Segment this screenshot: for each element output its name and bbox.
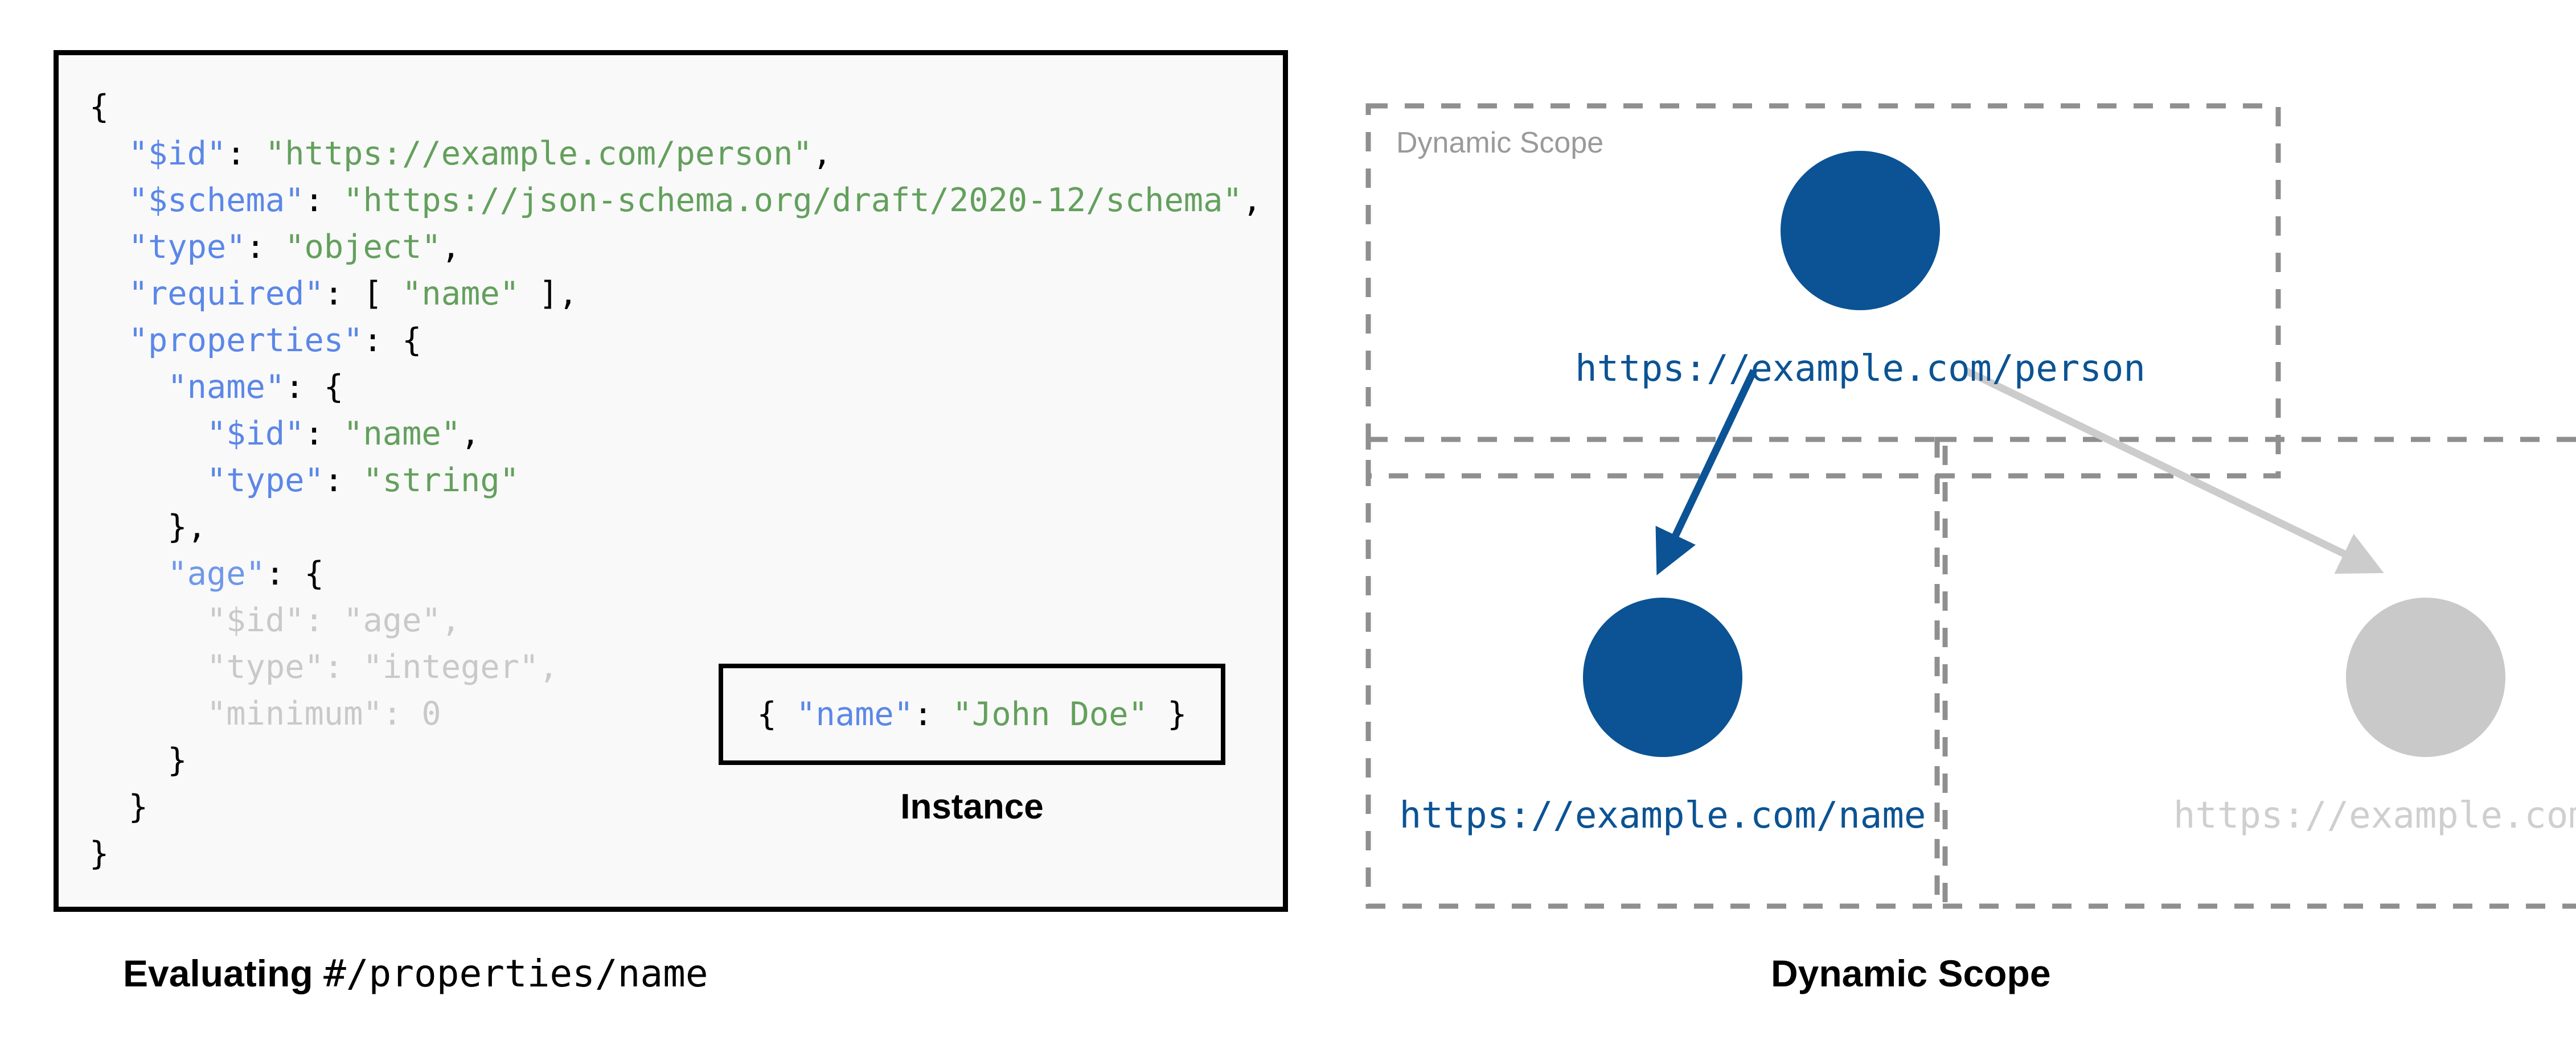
- code-line: "type": "object",: [89, 224, 1262, 270]
- dynamic-scope-box-name: [1365, 437, 1948, 909]
- code-token: },: [89, 508, 207, 546]
- instance-code: { "name": "John Doe" }: [757, 694, 1187, 734]
- code-token: [89, 695, 207, 733]
- code-line: "age": {: [89, 550, 1262, 597]
- code-token: "string": [363, 462, 519, 499]
- code-token: :: [226, 135, 265, 172]
- code-token: "$id": "age",: [206, 602, 461, 639]
- node-person-circle[interactable]: [1781, 151, 1940, 310]
- instance-box: { "name": "John Doe" }: [719, 664, 1225, 765]
- code-token: :: [913, 696, 953, 733]
- node-age-circle[interactable]: [2346, 598, 2505, 757]
- arrow-person-to-age: [1964, 367, 2384, 574]
- dynamic-scope-box-age: [1934, 437, 2576, 909]
- node-name-label: https://example.com/name: [1400, 795, 1926, 837]
- code-token: ,: [1242, 182, 1262, 219]
- code-token: }: [1147, 696, 1187, 733]
- code-token: }: [89, 742, 187, 779]
- code-token: : {: [265, 555, 324, 593]
- code-line: "properties": {: [89, 317, 1262, 364]
- code-token: : {: [363, 322, 422, 359]
- code-token: ,: [812, 135, 832, 172]
- code-token: "properties": [128, 322, 363, 359]
- code-token: "name": [343, 415, 461, 453]
- code-token: ],: [519, 275, 578, 312]
- code-token: ,: [441, 228, 461, 266]
- code-token: "type": "integer",: [206, 648, 559, 686]
- dynamic-scope-diagram: Dynamic Scope https://example.com/person…: [1355, 85, 2576, 939]
- code-token: :: [323, 462, 363, 499]
- code-token: "https://example.com/person": [265, 135, 813, 172]
- code-token: [89, 555, 167, 593]
- left-figure-caption: Evaluating #/properties/name: [123, 952, 708, 996]
- node-age-label: https://example.com/age: [2173, 795, 2576, 837]
- code-token: "required": [128, 275, 324, 312]
- code-token: "object": [285, 228, 441, 266]
- code-token: "$schema": [128, 182, 305, 219]
- code-token: }: [89, 835, 109, 873]
- code-token: [89, 275, 129, 312]
- schema-code-block: { "$id": "https://example.com/person", "…: [89, 84, 1262, 877]
- node-name-circle[interactable]: [1583, 598, 1742, 757]
- code-token: [89, 228, 129, 266]
- code-line: "type": "string": [89, 457, 1262, 504]
- code-line: },: [89, 504, 1262, 550]
- code-line: "minimum": 0: [89, 690, 1262, 737]
- node-person-label: https://example.com/person: [1575, 348, 2146, 390]
- code-token: ,: [461, 415, 481, 453]
- code-token: [89, 182, 129, 219]
- code-token: :: [304, 182, 344, 219]
- code-token: : {: [285, 368, 344, 406]
- code-line: "$id": "name",: [89, 410, 1262, 457]
- code-token: "https://json-schema.org/draft/2020-12/s…: [343, 182, 1242, 219]
- dynamic-scope-box-top: [1365, 103, 2281, 479]
- code-line: }: [89, 737, 1262, 784]
- code-line: "$schema": "https://json-schema.org/draf…: [89, 177, 1262, 224]
- code-token: }: [89, 788, 148, 826]
- code-token: [89, 368, 167, 406]
- code-token: [89, 322, 129, 359]
- code-token: [89, 135, 129, 172]
- code-token: "$id": [128, 135, 227, 172]
- code-token: "name": [167, 368, 285, 406]
- code-line: "type": "integer",: [89, 644, 1262, 690]
- code-line: "$id": "https://example.com/person",: [89, 130, 1262, 177]
- code-token: "name": [402, 275, 519, 312]
- code-token: [89, 648, 207, 686]
- caption-prefix: Evaluating: [123, 952, 324, 994]
- code-token: "$id": [206, 415, 305, 453]
- code-token: "name": [796, 696, 914, 733]
- code-token: [89, 462, 207, 499]
- code-token: "type": [128, 228, 246, 266]
- code-line: "name": {: [89, 364, 1262, 410]
- code-token: "age": [167, 555, 265, 593]
- code-line: "required": [ "name" ],: [89, 270, 1262, 317]
- code-token: :: [245, 228, 285, 266]
- right-figure-caption: Dynamic Scope: [1771, 952, 2051, 994]
- code-token: "type": [206, 462, 324, 499]
- code-line: {: [89, 84, 1262, 130]
- code-token: {: [89, 88, 109, 126]
- code-token: "John Doe": [952, 696, 1148, 733]
- arrow-person-to-name: [1655, 369, 1757, 575]
- code-line: }: [89, 784, 1262, 830]
- code-token: "minimum": 0: [206, 695, 441, 733]
- caption-json-pointer: #/properties/name: [323, 952, 708, 996]
- schema-panel: { "$id": "https://example.com/person", "…: [54, 50, 1288, 912]
- code-token: {: [757, 696, 797, 733]
- code-token: [89, 602, 207, 639]
- code-line: "$id": "age",: [89, 597, 1262, 644]
- code-token: :: [304, 415, 344, 453]
- code-line: }: [89, 830, 1262, 877]
- dynamic-scope-label: Dynamic Scope: [1396, 126, 1603, 159]
- code-token: [89, 415, 207, 453]
- instance-caption: Instance: [900, 787, 1044, 826]
- code-token: : [: [323, 275, 403, 312]
